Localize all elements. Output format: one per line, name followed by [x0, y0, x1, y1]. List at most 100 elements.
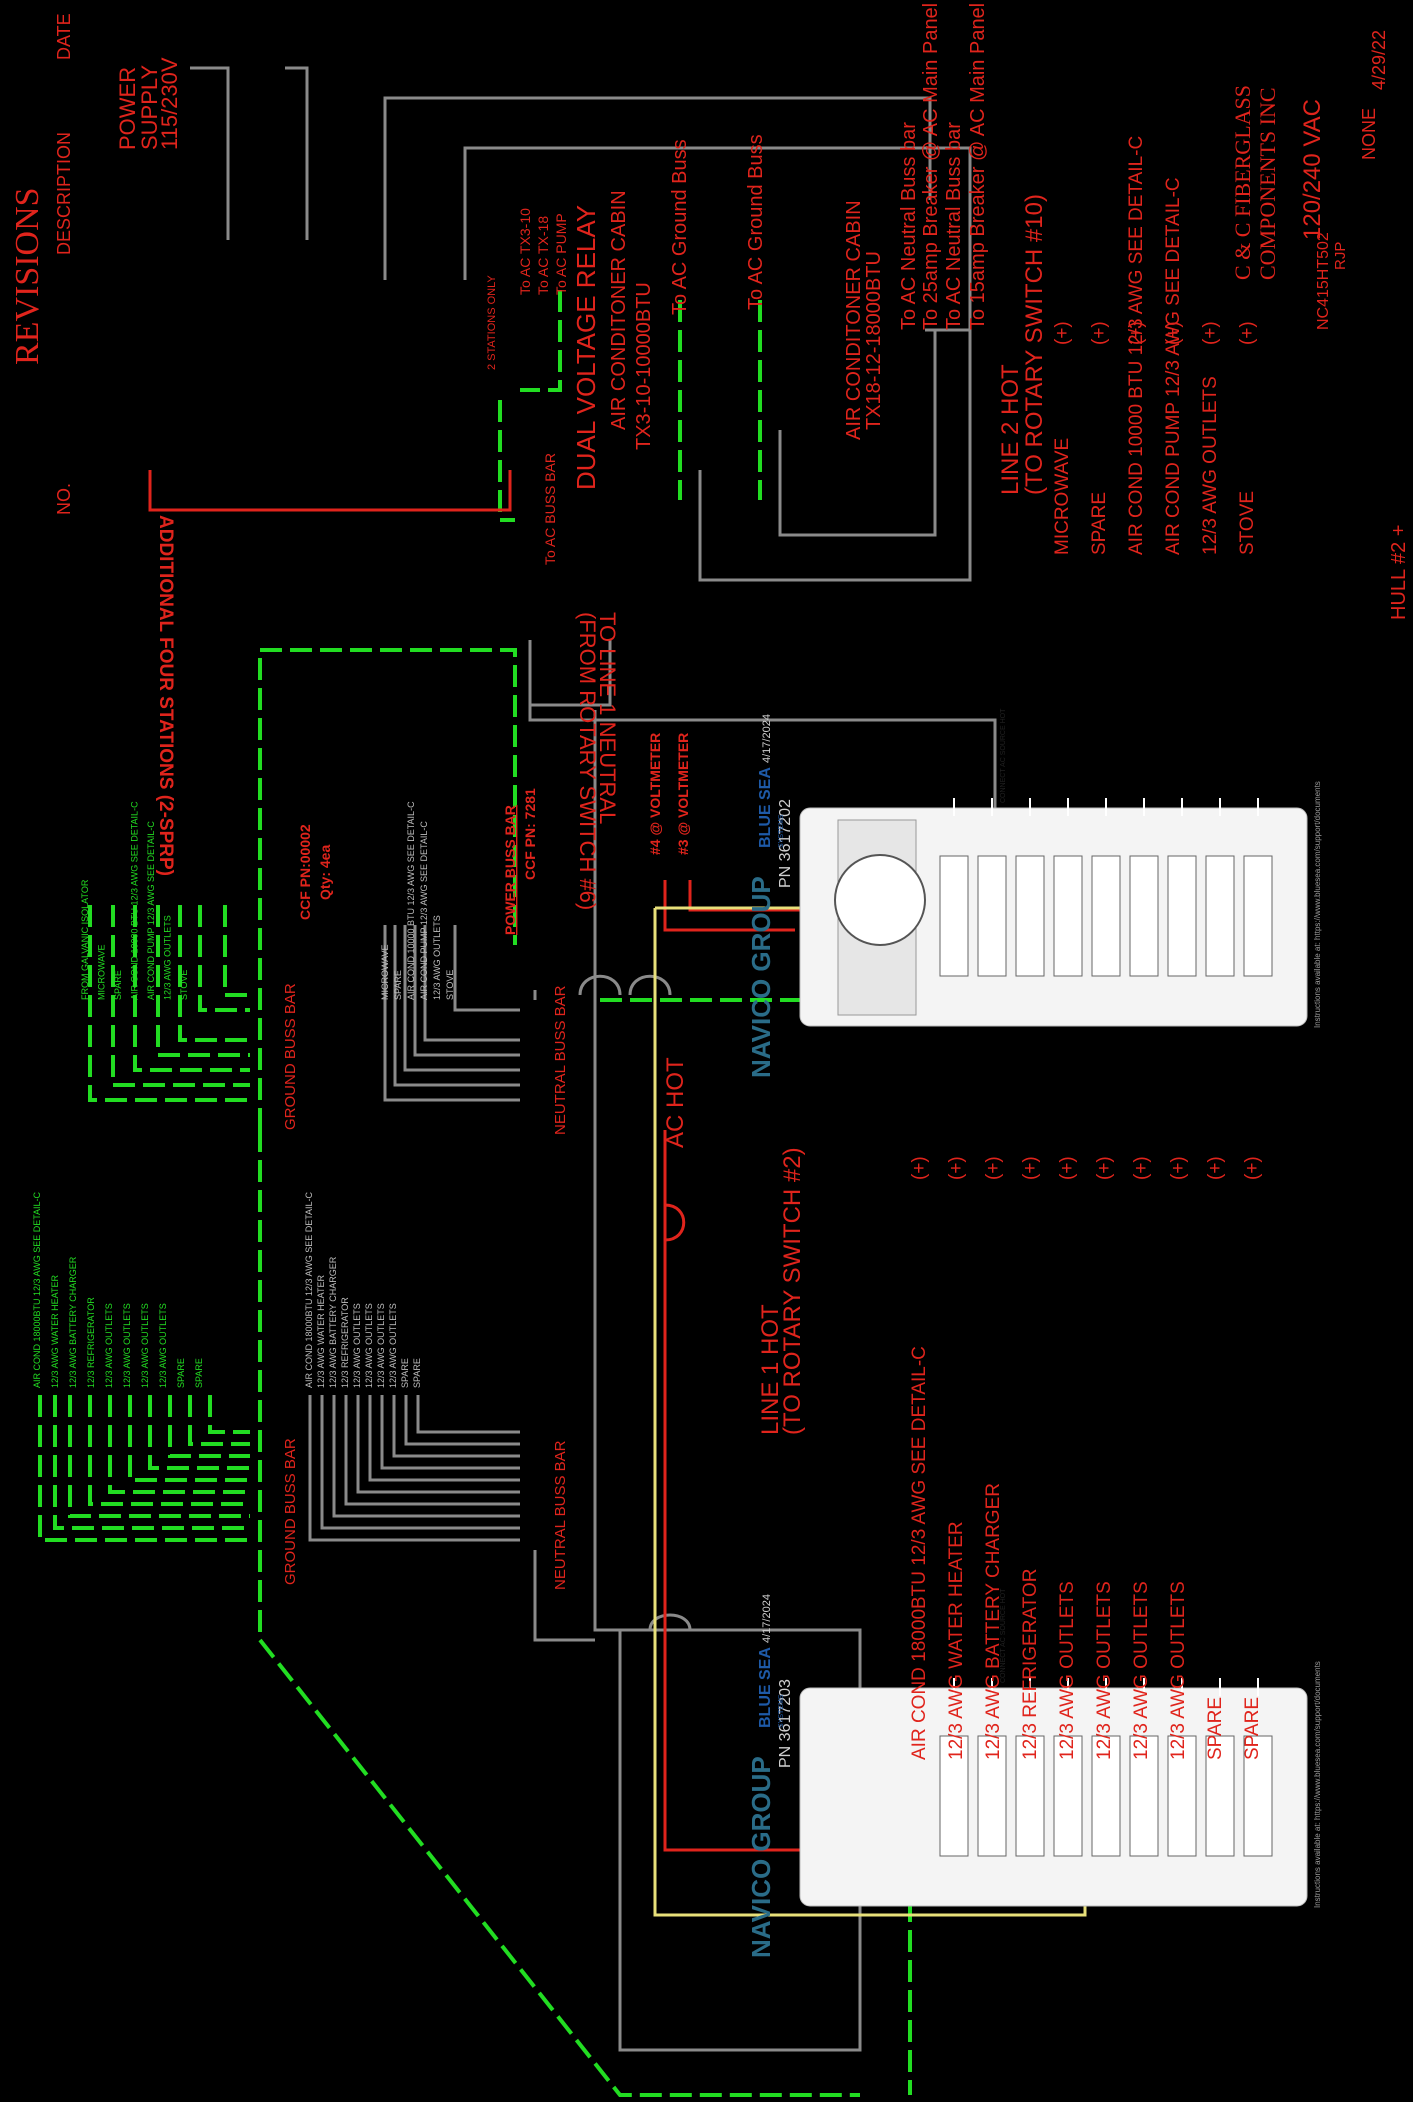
scale-value: NONE	[1359, 108, 1379, 160]
neutral-comb-label: STOVE	[445, 970, 455, 1000]
to-ac-pump: To AC PUMP	[553, 213, 569, 295]
ground-comb-label: AIR COND 18000BTU 12/3 AWG SEE DETAIL-C	[32, 1191, 42, 1388]
breaker-slot	[1053, 855, 1083, 977]
voltmeter-3: #3 @ VOLTMETER	[675, 733, 691, 855]
qty: Qty: 4ea	[317, 845, 333, 900]
ac-cabin-1-name: AIR CONDITONER CABIN	[608, 190, 630, 430]
panel-group: NAVICO GROUP	[746, 1756, 776, 1958]
breaker-slot	[1053, 1735, 1083, 1857]
dwg-number: NC415HT502	[1315, 232, 1332, 330]
neutral-feed-wire-2	[530, 640, 612, 707]
ground-comb-label: MICROWAVE	[97, 945, 107, 1001]
line1-circuit-mark: (+)	[1057, 1156, 1078, 1180]
ac-hot-label: AC HOT	[662, 1057, 689, 1148]
breaker-slot	[1243, 855, 1273, 977]
ground-buss-bar-bottom: GROUND BUSS BAR	[282, 1438, 299, 1585]
line1-hot-wire	[663, 1130, 805, 1852]
neutral-labels-bottom: AIR COND 18000BTU 12/3 AWG SEE DETAIL-C 1…	[304, 1191, 422, 1388]
line2-circuit-label: MICROWAVE	[1052, 438, 1073, 555]
rev-no-label: NO.	[54, 483, 74, 515]
neutral-comb-label: AIR COND 10000 BTU 12/3 AWG SEE DETAIL-C	[406, 801, 416, 1000]
ac-cabin-2-name: AIR CONDITONER CABIN	[843, 200, 865, 440]
stations-only-label: 2 STATIONS ONLY	[486, 275, 498, 370]
neutral-15-line2: To 15amp Breaker @ AC Main Panel	[967, 3, 989, 330]
line1-circuit-label: 12/3 AWG OUTLETS	[1057, 1581, 1078, 1760]
ground-trunk	[258, 1130, 860, 2097]
breaker-slot	[1129, 855, 1159, 977]
voltmeter-4: #4 @ VOLTMETER	[647, 733, 663, 855]
additional-stations-label: ADDITIONAL FOUR STATIONS (2-SPRP)	[155, 515, 176, 876]
ground-labels-bottom: AIR COND 18000BTU 12/3 AWG SEE DETAIL-C 1…	[32, 1191, 204, 1388]
to-ac-ground-2: To AC Ground Buss	[745, 134, 767, 310]
breaker-slot	[1091, 1735, 1121, 1857]
neutral-comb-label: SPARE	[393, 970, 403, 1000]
breaker-slot	[977, 1735, 1007, 1857]
line2-circuit-label: AIR COND PUMP 12/3 AWG SEE DETAIL-C	[1163, 177, 1184, 555]
breaker-slot	[1205, 1735, 1235, 1857]
panel-brand-sub: SYSTEMS	[778, 1694, 785, 1728]
line2-circuit-mark: (+)	[1089, 321, 1110, 345]
neutral-buss-bar-bottom: NEUTRAL BUSS BAR	[552, 1440, 569, 1590]
hull-number: HULL #2 +	[1388, 525, 1410, 620]
line2-circuit-mark: (+)	[1163, 321, 1184, 345]
neutral-buss-bar-top: NEUTRAL BUSS BAR	[552, 985, 569, 1135]
line1-hot-sub: (TO ROTARY SWITCH #2)	[779, 1147, 806, 1435]
breaker-slot	[1015, 855, 1045, 977]
neutral-15-line1: To AC Neutral Buss bar	[943, 122, 965, 330]
line2-hot-title: LINE 2 HOT	[997, 364, 1024, 495]
neutral-comb-label: AIR COND 18000BTU 12/3 AWG SEE DETAIL-C	[304, 1191, 314, 1388]
neutral-comb-label: 12/3 AWG OUTLETS	[432, 915, 442, 1000]
neutral-25-line2: To 25amp Breaker @ AC Main Panel	[920, 3, 942, 330]
line1-circuit-mark: (+)	[1094, 1156, 1115, 1180]
neutral-comb-label: AIR COND PUMP 12/3 AWG SEE DETAIL-C	[419, 821, 429, 1000]
ground-comb-label: SPARE	[176, 1358, 186, 1388]
ac-loop-wire	[698, 330, 972, 582]
ground-comb-label: STOVE	[179, 970, 189, 1000]
drawn-by-value: RJP	[1332, 242, 1349, 270]
panel-date: 4/17/2024	[761, 714, 773, 763]
ground-comb-label: 12/3 AWG OUTLETS	[158, 1303, 168, 1388]
line1-circuit-mark: (+)	[983, 1156, 1004, 1180]
panel-brand-sub: SYSTEMS	[778, 814, 785, 848]
ground-comb-label: SPARE	[194, 1358, 204, 1388]
line1-hot-title: LINE 1 HOT	[757, 1304, 784, 1435]
line1-circuit-label: 12/3 AWG OUTLETS	[1168, 1581, 1189, 1760]
breaker-slot	[939, 1735, 969, 1857]
ground-comb-label: 12/3 AWG OUTLETS	[140, 1303, 150, 1388]
line2-circuit-mark: (+)	[1237, 321, 1258, 345]
breaker-slot	[1243, 1735, 1273, 1857]
dual-voltage-relay: DUAL VOLTAGE RELAY	[571, 205, 601, 490]
panel-brand: BLUE SEA	[757, 1647, 774, 1728]
ground-feed-top	[258, 648, 517, 1130]
rev-date-label: DATE	[54, 13, 74, 60]
line1-circuit-label: SPARE	[1242, 1697, 1263, 1760]
ccf-7281: CCF PN: 7281	[522, 788, 538, 880]
ground-comb-label: 12/3 AWG BATTERY CHARGER	[68, 1256, 78, 1388]
breaker-panel-1	[799, 798, 1308, 1027]
rev-description-label: DESCRIPTION	[54, 132, 74, 255]
breaker-slot	[939, 855, 969, 977]
neutral-comb-label: SPARE	[412, 1358, 422, 1388]
panel-connect-label: CONNECT AC SOURCE HOT	[1000, 708, 1007, 803]
panel-brand: BLUE SEA	[757, 767, 774, 848]
line1-circuit-label: SPARE	[1205, 1697, 1226, 1760]
ground-wires	[38, 290, 1045, 2097]
line2-circuit-mark: (+)	[1126, 321, 1147, 345]
line1-circuit-mark: (+)	[909, 1156, 930, 1180]
ground-comb-label: FROM GALVANIC ISOLATOR	[80, 879, 90, 1000]
line1-neutral-title: TO LINE 1 NEUTRAL	[595, 612, 620, 824]
line2-circuit-mark: (+)	[1200, 321, 1221, 345]
line1-circuit-label: 12/3 AWG OUTLETS	[1131, 1581, 1152, 1760]
voltage-value: 120/240 VAC	[1299, 99, 1326, 240]
to-ac-tx3: To AC TX3-10	[517, 208, 533, 295]
neutral-25-line1: To AC Neutral Buss bar	[898, 122, 920, 330]
power-supply-2: SUPPLY	[137, 64, 162, 150]
line2-hot-sub: (TO ROTARY SWITCH #10)	[1021, 194, 1048, 495]
line1-circuit-label: 12/3 REFRIGERATOR	[1020, 1569, 1041, 1760]
line1-circuit-list: AIR COND 18000BTU 12/3 AWG SEE DETAIL-C(…	[909, 1156, 1263, 1760]
line2-circuit-mark: (+)	[1052, 321, 1073, 345]
line1-circuit-mark: (+)	[1205, 1156, 1226, 1180]
neutral-comb-label: 12/3 REFRIGERATOR	[340, 1297, 350, 1388]
